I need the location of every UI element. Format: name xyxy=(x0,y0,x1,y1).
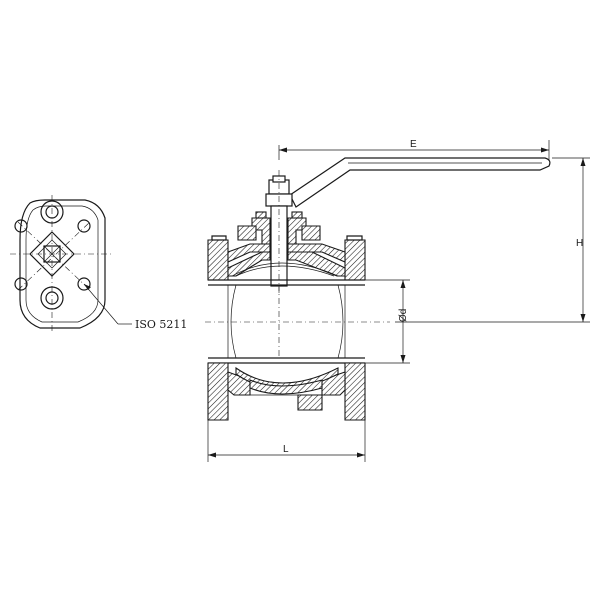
valve-body-lower xyxy=(207,362,366,421)
dimension-h-label: H xyxy=(576,238,583,249)
valve-body-upper xyxy=(207,225,366,281)
dimension-d-label: Ød xyxy=(398,309,409,322)
dimension-e xyxy=(278,140,550,160)
bore-passage xyxy=(205,279,390,364)
iso-mounting-flange-view xyxy=(10,195,132,333)
dimension-e-label: E xyxy=(410,139,417,150)
dimension-l-label: L xyxy=(283,444,289,455)
stem-assembly xyxy=(251,170,307,296)
dimension-l xyxy=(207,420,366,462)
dimension-h xyxy=(395,157,590,323)
lever-handle xyxy=(289,157,551,208)
iso-5211-label: ISO 5211 xyxy=(135,318,187,331)
dimension-d xyxy=(365,279,410,364)
